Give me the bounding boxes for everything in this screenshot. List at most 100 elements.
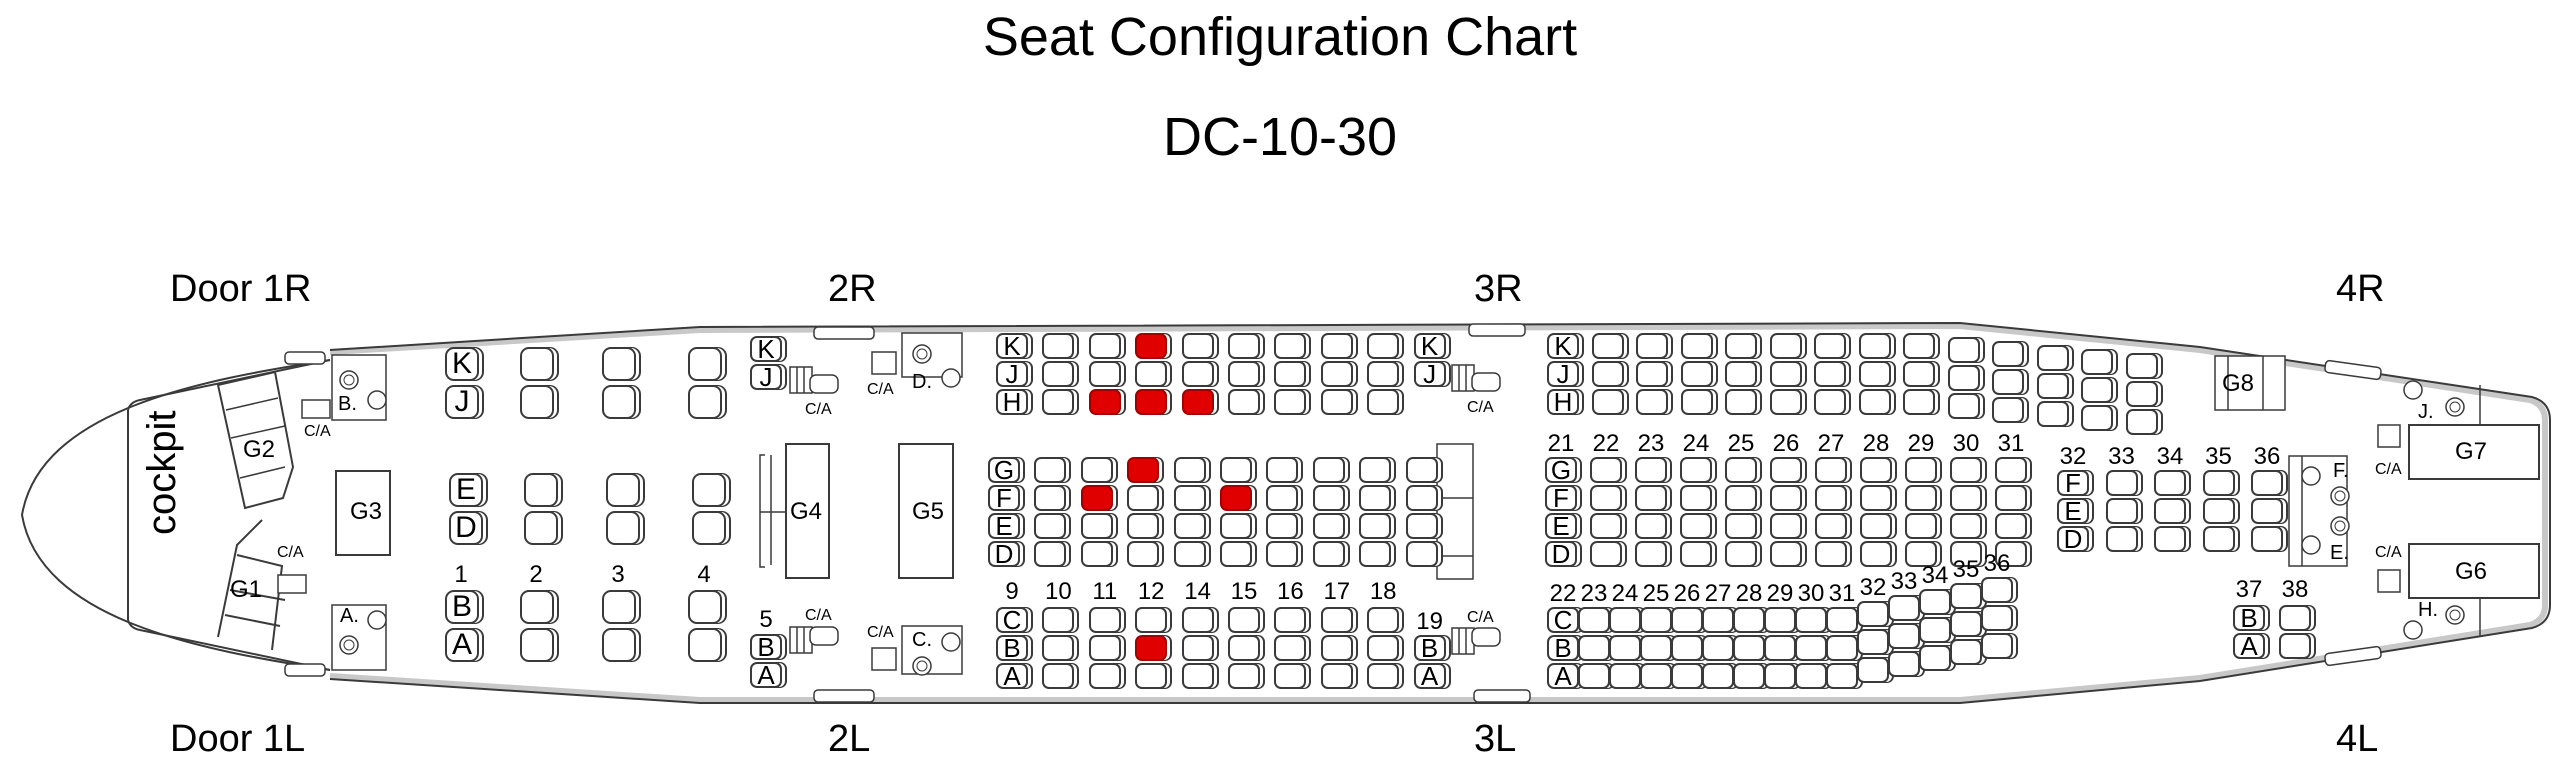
seat[interactable] bbox=[1312, 485, 1345, 511]
seat-letter-a[interactable]: A bbox=[445, 628, 479, 662]
seat[interactable] bbox=[1995, 457, 2027, 483]
seat[interactable] bbox=[1135, 635, 1168, 661]
seat[interactable] bbox=[524, 473, 558, 507]
seat[interactable] bbox=[688, 628, 722, 662]
seat[interactable] bbox=[1992, 397, 2024, 423]
seat[interactable] bbox=[1770, 541, 1802, 567]
seat-letter-k[interactable]: K bbox=[445, 347, 479, 381]
seat[interactable] bbox=[2154, 526, 2186, 552]
seat[interactable] bbox=[1950, 583, 1982, 609]
seat[interactable] bbox=[1680, 333, 1713, 359]
seat-letter-h[interactable]: H bbox=[1547, 389, 1579, 415]
seat[interactable] bbox=[1320, 635, 1353, 661]
seat[interactable] bbox=[1312, 457, 1345, 483]
seat[interactable] bbox=[520, 385, 554, 419]
seat[interactable] bbox=[602, 347, 636, 381]
seat[interactable] bbox=[1034, 541, 1067, 567]
seat[interactable] bbox=[1826, 635, 1858, 661]
seat[interactable] bbox=[1950, 639, 1982, 665]
seat[interactable] bbox=[2125, 381, 2158, 407]
seat[interactable] bbox=[1266, 513, 1299, 539]
seat[interactable] bbox=[1220, 485, 1252, 511]
seat[interactable] bbox=[688, 385, 722, 419]
seat[interactable] bbox=[1725, 389, 1757, 415]
seat-letter-b[interactable]: B bbox=[1413, 635, 1446, 661]
seat[interactable] bbox=[1320, 333, 1353, 359]
seat-letter-f[interactable]: F bbox=[988, 485, 1020, 511]
seat-letter-d[interactable]: D bbox=[2057, 526, 2089, 552]
seat-letter-a[interactable]: A bbox=[2233, 633, 2265, 659]
seat[interactable] bbox=[1590, 485, 1622, 511]
seat-letter-e[interactable]: E bbox=[449, 473, 483, 507]
seat[interactable] bbox=[1173, 485, 1206, 511]
seat[interactable] bbox=[1590, 541, 1622, 567]
seat[interactable] bbox=[1127, 485, 1160, 511]
seat[interactable] bbox=[1888, 623, 1920, 649]
seat-letter-f[interactable]: F bbox=[1545, 485, 1577, 511]
seat-letter-k[interactable]: K bbox=[1413, 333, 1446, 359]
seat[interactable] bbox=[1764, 663, 1796, 689]
seat[interactable] bbox=[1981, 577, 2013, 603]
seat[interactable] bbox=[1405, 485, 1438, 511]
seat-letter-e[interactable]: E bbox=[2057, 498, 2089, 524]
seat[interactable] bbox=[2036, 373, 2069, 399]
seat[interactable] bbox=[1995, 485, 2027, 511]
seat[interactable] bbox=[692, 511, 726, 545]
seat[interactable] bbox=[2251, 526, 2283, 552]
seat-letter-d[interactable]: D bbox=[988, 541, 1020, 567]
seat[interactable] bbox=[1080, 541, 1113, 567]
seat[interactable] bbox=[1173, 541, 1206, 567]
seat-letter-a[interactable]: A bbox=[750, 662, 782, 688]
seat[interactable] bbox=[692, 473, 726, 507]
seat[interactable] bbox=[1950, 611, 1982, 637]
seat[interactable] bbox=[1181, 389, 1214, 415]
seat[interactable] bbox=[1578, 607, 1610, 633]
seat-letter-b[interactable]: B bbox=[1547, 635, 1579, 661]
seat[interactable] bbox=[1359, 513, 1392, 539]
seat[interactable] bbox=[1609, 607, 1641, 633]
seat[interactable] bbox=[1034, 485, 1067, 511]
seat[interactable] bbox=[2036, 345, 2069, 371]
seat-letter-g[interactable]: G bbox=[988, 457, 1020, 483]
seat[interactable] bbox=[1228, 389, 1260, 415]
seat[interactable] bbox=[1888, 651, 1920, 677]
seat[interactable] bbox=[1769, 389, 1802, 415]
seat[interactable] bbox=[1950, 513, 1982, 539]
seat[interactable] bbox=[1636, 389, 1668, 415]
seat[interactable] bbox=[1769, 361, 1802, 387]
seat[interactable] bbox=[2081, 377, 2113, 403]
seat-letter-b[interactable]: B bbox=[750, 634, 782, 660]
seat[interactable] bbox=[1671, 607, 1703, 633]
seat-letter-d[interactable]: D bbox=[1545, 541, 1577, 567]
seat[interactable] bbox=[1860, 457, 1892, 483]
seat[interactable] bbox=[1919, 589, 1951, 615]
seat-letter-a[interactable]: A bbox=[1547, 663, 1579, 689]
seat[interactable] bbox=[606, 473, 640, 507]
seat[interactable] bbox=[1770, 485, 1802, 511]
seat[interactable] bbox=[1815, 457, 1847, 483]
seat[interactable] bbox=[1795, 663, 1827, 689]
seat[interactable] bbox=[606, 511, 640, 545]
seat[interactable] bbox=[1173, 513, 1206, 539]
seat[interactable] bbox=[1992, 341, 2024, 367]
seat[interactable] bbox=[1591, 333, 1624, 359]
seat-letter-j[interactable]: J bbox=[1547, 361, 1579, 387]
seat[interactable] bbox=[1034, 513, 1067, 539]
seat-letter-j[interactable]: J bbox=[445, 385, 479, 419]
seat[interactable] bbox=[1135, 333, 1168, 359]
seat[interactable] bbox=[1266, 485, 1299, 511]
seat-letter-j[interactable]: J bbox=[750, 364, 782, 390]
seat-letter-b[interactable]: B bbox=[445, 590, 479, 624]
seat[interactable] bbox=[1733, 607, 1765, 633]
seat[interactable] bbox=[2105, 470, 2138, 496]
seat[interactable] bbox=[1367, 361, 1400, 387]
seat[interactable] bbox=[1995, 513, 2027, 539]
seat[interactable] bbox=[602, 385, 636, 419]
seat[interactable] bbox=[1274, 333, 1307, 359]
seat[interactable] bbox=[688, 590, 722, 624]
seat[interactable] bbox=[1359, 485, 1392, 511]
seat[interactable] bbox=[1903, 333, 1935, 359]
seat[interactable] bbox=[520, 628, 554, 662]
seat[interactable] bbox=[1981, 605, 2013, 631]
seat[interactable] bbox=[1080, 485, 1113, 511]
